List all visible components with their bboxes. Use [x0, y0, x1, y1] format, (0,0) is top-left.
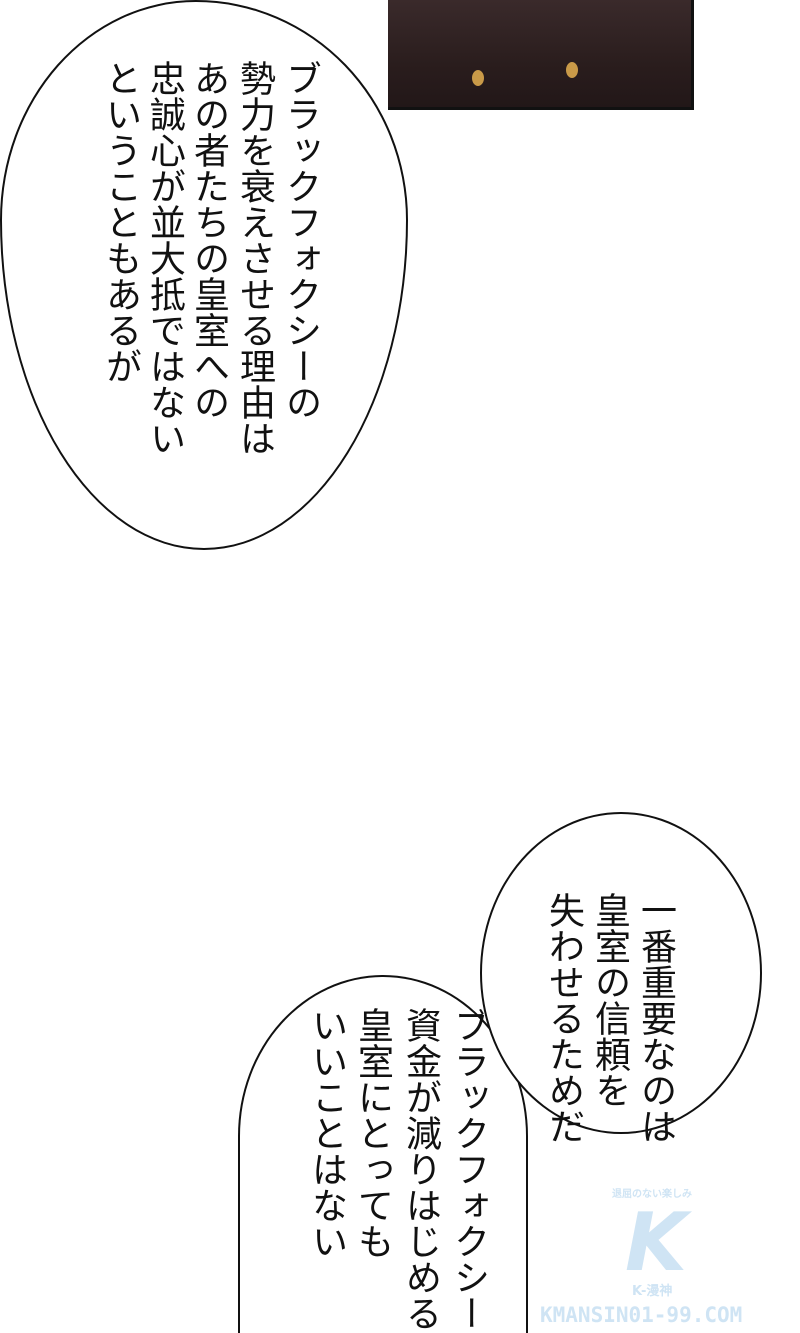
bubble-text-line: ブラックフォクシーの	[280, 60, 321, 420]
speech-bubble-2: 一番重要なのは 皇室の信頼を 失わせるためだ	[480, 812, 762, 1144]
watermark-brand: K-漫神	[632, 1284, 673, 1299]
bubble-text-line: ということもあるが	[100, 60, 141, 384]
watermark-logo: K	[625, 1196, 687, 1289]
manga-panel-dark-figure	[388, 0, 694, 110]
bubble-text-line: 忠誠心が並大抵ではない	[144, 60, 185, 456]
watermark-tagline: 退屈のない楽しみ	[612, 1189, 692, 1200]
bubble-text-line: 一番重要なのは	[635, 892, 676, 1144]
bubble-text-line: 皇室にとっても	[352, 1007, 393, 1259]
coat-button	[566, 62, 578, 78]
speech-bubble-3: ブラックフォクシー 資金が減りはじめる 皇室にとっても いいことはない	[238, 975, 528, 1333]
bubble-text-line: あの者たちの皇室への	[188, 60, 229, 420]
bubble-text-line: 失わせるためだ	[543, 892, 584, 1144]
speech-bubble-1: ブラックフォクシーの 勢力を衰えさせる理由は あの者たちの皇室への 忠誠心が並大…	[0, 0, 408, 550]
bubble-text-line: 勢力を衰えさせる理由は	[234, 60, 275, 456]
bubble-text-line: 資金が減りはじめる	[400, 1007, 441, 1331]
bubble-text-line: いいことはない	[306, 1007, 347, 1259]
bubble-text-line: 皇室の信頼を	[589, 892, 630, 1108]
bubble-text-line: ブラックフォクシー	[448, 1007, 489, 1331]
watermark-site: KMANSIN01-99.COM	[540, 1303, 743, 1327]
coat-button	[472, 70, 484, 86]
